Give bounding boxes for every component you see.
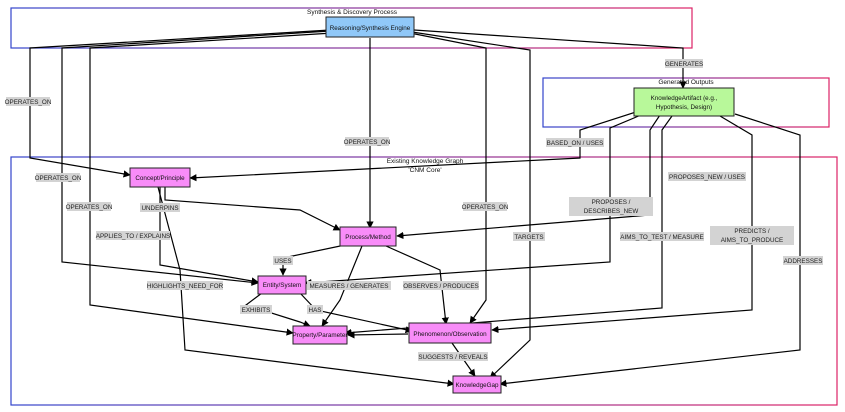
edge-concept-entity [159,187,259,285]
svg-text:GENERATES: GENERATES [665,61,703,68]
label-addresses: ADDRESSES [783,256,823,265]
svg-text:TARGETS: TARGETS [514,234,543,241]
label-operates-on-4: OPERATES_ON [344,137,391,146]
edge-phenomenon-property [347,331,409,339]
edge-engine-gap [411,31,531,379]
node-knowledge-artifact: KnowledgeArtifact (e.g., Hypothesis, Des… [633,87,735,117]
cluster-outputs-title: Generated Outputs [658,79,714,86]
label-operates-on-3: OPERATES_ON [66,202,113,211]
edge-engine-artifact [413,29,687,89]
svg-text:Property/Parameter: Property/Parameter [293,332,348,339]
svg-text:Process/Method: Process/Method [345,234,391,241]
node-process-method: Process/Method [339,226,397,247]
label-underpins: UNDERPINS [140,203,180,212]
label-predicts: PREDICTS / AIMS_TO_PRODUCE [710,226,794,245]
svg-text:Concept/Principle: Concept/Principle [135,175,185,182]
label-targets: TARGETS [513,232,545,241]
edge-artifact-gap [499,113,801,387]
cluster-synthesis: Synthesis & Discovery Process [10,7,693,49]
svg-text:HAS: HAS [309,307,322,314]
svg-text:Hypothesis, Design): Hypothesis, Design) [656,104,712,111]
label-exhibits: EXHIBITS [240,305,272,314]
svg-text:OBSERVES / PRODUCES: OBSERVES / PRODUCES [403,283,478,290]
label-measures: MEASURES / GENERATES [307,281,391,290]
label-generates: GENERATES [665,59,703,68]
node-reasoning-engine: Reasoning/Synthesis Engine [325,16,415,38]
label-suggests: SUGGESTS / REVEALS [418,352,488,361]
svg-text:OPERATES_ON: OPERATES_ON [344,139,391,146]
edge-artifact-property [344,115,673,337]
svg-text:KnowledgeGap: KnowledgeGap [455,382,499,389]
edge-entity-property [244,292,311,327]
cluster-graph-title: Existing Knowledge Graph [387,158,464,165]
edge-labels: OPERATES_ON OPERATES_ON OPERATES_ON OPER… [5,59,823,361]
label-highlights: HIGHLIGHTS_NEED_FOR [147,281,224,290]
svg-text:OPERATES_ON: OPERATES_ON [462,204,509,211]
label-observes: OBSERVES / PRODUCES [403,281,479,290]
edge-engine-entity [61,30,331,286]
edge-artifact-process [396,114,661,240]
cluster-graph-subtitle: 'CNM Core' [408,167,441,174]
svg-text:Phenomenon/Observation: Phenomenon/Observation [413,331,487,338]
edge-process-phenomenon [385,245,449,325]
node-concept-principle: Concept/Principle [129,167,191,188]
svg-text:AIMS_TO_PRODUCE: AIMS_TO_PRODUCE [721,237,784,244]
svg-text:Reasoning/Synthesis Engine: Reasoning/Synthesis Engine [330,25,411,32]
label-operates-on-5: OPERATES_ON [462,202,509,211]
svg-text:AIMS_TO_TEST / MEASURE: AIMS_TO_TEST / MEASURE [620,234,703,241]
svg-text:ADDRESSES: ADDRESSES [784,258,823,265]
svg-text:UNDERPINS: UNDERPINS [141,205,178,212]
svg-text:HIGHLIGHTS_NEED_FOR: HIGHLIGHTS_NEED_FOR [147,283,224,290]
label-proposes-new: PROPOSES_NEW / USES [668,172,746,181]
label-based-on: BASED_ON / USES [546,138,604,147]
svg-text:Entity/System: Entity/System [263,282,302,289]
svg-text:SUGGESTS / REVEALS: SUGGESTS / REVEALS [418,354,487,361]
edge-process-property [321,245,363,327]
label-aims-to-test: AIMS_TO_TEST / MEASURE [620,232,704,241]
node-phenomenon-observation: Phenomenon/Observation [408,322,492,344]
label-uses: USES [273,256,293,265]
svg-text:APPLIES_TO / EXPLAINS: APPLIES_TO / EXPLAINS [96,233,170,240]
label-operates-on-2: OPERATES_ON [35,173,82,182]
node-knowledge-gap: KnowledgeGap [452,375,502,394]
svg-text:USES: USES [274,258,291,265]
edge-concept-gap [157,186,455,387]
svg-text:PROPOSES_NEW / USES: PROPOSES_NEW / USES [669,174,745,181]
cluster-graph: Existing Knowledge Graph 'CNM Core' [10,156,838,406]
edge-engine-concept [29,29,331,178]
label-operates-on-1: OPERATES_ON [5,97,52,106]
svg-text:BASED_ON / USES: BASED_ON / USES [547,140,604,147]
cluster-synthesis-title: Synthesis & Discovery Process [307,9,398,16]
edge-engine-phenomenon [409,32,487,324]
label-has: HAS [307,305,323,314]
edge-engine-property [89,32,334,336]
svg-text:KnowledgeArtifact (e.g.,: KnowledgeArtifact (e.g., [651,95,718,102]
edge-artifact-phenomenon [491,115,753,334]
label-proposes: PROPOSES / DESCRIBES_NEW [569,197,653,216]
label-applies-to: APPLIES_TO / EXPLAINS [96,231,170,240]
svg-text:EXHIBITS: EXHIBITS [242,307,271,314]
node-entity-system: Entity/System [257,275,307,295]
svg-text:OPERATES_ON: OPERATES_ON [5,99,52,106]
svg-text:PREDICTS /: PREDICTS / [734,228,770,235]
svg-text:PROPOSES /: PROPOSES / [592,199,631,206]
node-property-parameter: Property/Parameter [292,325,348,345]
svg-text:OPERATES_ON: OPERATES_ON [66,204,113,211]
svg-text:OPERATES_ON: OPERATES_ON [35,175,82,182]
svg-text:DESCRIBES_NEW: DESCRIBES_NEW [584,208,639,215]
edge-artifact-entity [304,114,642,287]
svg-text:MEASURES / GENERATES: MEASURES / GENERATES [310,283,389,290]
edge-concept-process [164,187,341,231]
